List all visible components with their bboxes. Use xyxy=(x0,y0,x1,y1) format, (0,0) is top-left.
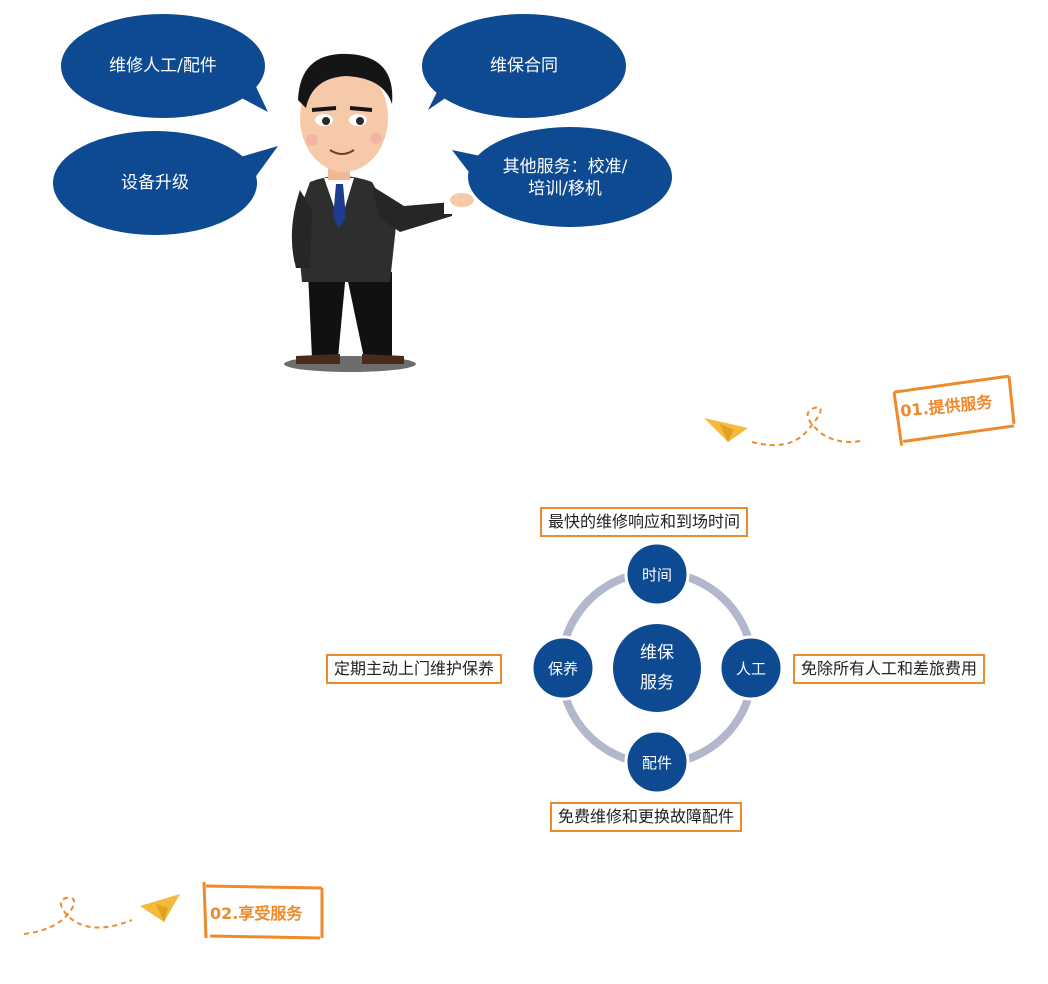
dashed-path-decoration-2 xyxy=(23,896,133,935)
node-label-time: 时间 xyxy=(641,565,672,584)
node-upkeep xyxy=(530,635,596,701)
tag-frame-provide xyxy=(892,374,1016,446)
node-time xyxy=(624,541,690,607)
center-label-line1: 维保 xyxy=(640,643,674,663)
tag-frame-enjoy xyxy=(202,881,324,940)
speech-bubble-contract xyxy=(422,14,626,118)
bubble-label-upgrade: 设备升级 xyxy=(121,173,189,193)
node-label-parts: 配件 xyxy=(641,753,672,772)
dashed-path-decoration xyxy=(751,406,865,447)
paper-plane-icon xyxy=(704,418,748,442)
speech-bubble-upgrade xyxy=(53,131,278,235)
bubble-label-other: 其他服务：校准/培训/移机 xyxy=(502,157,628,199)
center-node xyxy=(613,624,701,712)
bubble-label-contract: 维保合同 xyxy=(490,56,558,76)
callout-parts: 免费维修和更换故障配件 xyxy=(550,802,743,832)
node-parts xyxy=(624,729,690,795)
callout-time: 最快的维修响应和到场时间 xyxy=(540,507,749,537)
callout-upkeep: 定期主动上门维护保养 xyxy=(326,654,503,684)
speech-bubble-repair xyxy=(61,14,268,118)
callout-labor: 免除所有人工和差旅费用 xyxy=(793,654,986,684)
center-label: 维保 服务 xyxy=(613,624,701,712)
node-label-labor: 人工 xyxy=(735,659,766,678)
node-label-upkeep: 保养 xyxy=(547,659,578,678)
businessman-figure xyxy=(284,53,474,372)
center-label-line2: 服务 xyxy=(640,673,674,693)
tag-enjoy-service: 02.享受服务 xyxy=(210,904,303,923)
node-labor xyxy=(718,635,784,701)
speech-bubble-other xyxy=(452,127,672,227)
bubble-label-repair: 维修人工/配件 xyxy=(109,56,217,76)
paper-plane-icon-2 xyxy=(140,894,180,922)
